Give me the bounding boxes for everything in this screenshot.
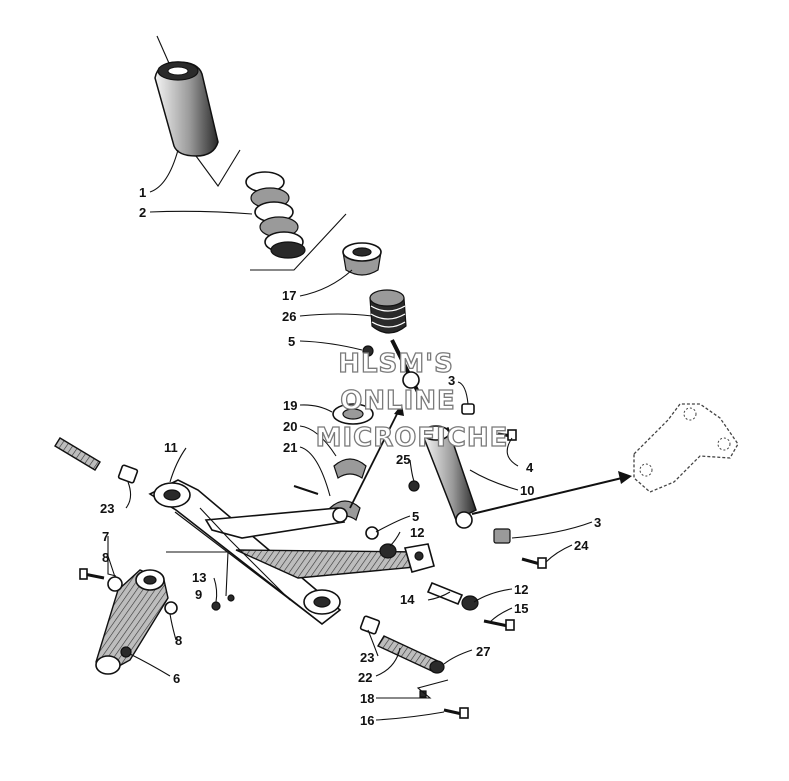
callout-22: 22 (358, 670, 372, 685)
callout-2: 2 (139, 205, 146, 220)
callout-23b: 23 (360, 650, 374, 665)
callout-labels: 1 2 17 26 5 3 4 10 19 20 21 25 11 23 5 1… (100, 185, 601, 728)
callout-11: 11 (164, 440, 178, 455)
coil-spring-part (245, 171, 306, 259)
shock-absorber-part (390, 339, 477, 529)
callout-16: 16 (360, 713, 374, 728)
callout-12b: 12 (514, 582, 528, 597)
shock-boot-part (154, 35, 219, 157)
assembly-arrows (349, 404, 632, 515)
watermark: HLSM'S ONLINE MICROFICHE (315, 348, 509, 453)
steering-arm-part (95, 569, 169, 675)
callout-15: 15 (514, 601, 528, 616)
watermark-line-2: ONLINE (340, 386, 456, 416)
callout-1: 1 (139, 185, 146, 200)
a-arm-frame-part (148, 479, 435, 626)
callout-3a: 3 (448, 373, 455, 388)
axle-pin-parts (54, 437, 445, 674)
callout-27: 27 (476, 644, 490, 659)
callout-20: 20 (283, 419, 297, 434)
callout-10: 10 (520, 483, 534, 498)
callout-8a: 8 (102, 550, 109, 565)
callout-4: 4 (526, 460, 534, 475)
bump-stop-part (369, 289, 407, 334)
callout-14: 14 (400, 592, 415, 607)
watermark-line-1: HLSM'S (338, 349, 454, 379)
callout-23a: 23 (100, 501, 114, 516)
callout-19: 19 (283, 398, 297, 413)
callout-7: 7 (102, 529, 109, 544)
callout-17: 17 (282, 288, 296, 303)
callout-5a: 5 (288, 334, 295, 349)
callout-5b: 5 (412, 509, 419, 524)
watermark-line-3: MICROFICHE (316, 423, 509, 453)
spring-retainer-part (342, 242, 382, 276)
callout-8b: 8 (175, 633, 182, 648)
shock-hardware (362, 345, 547, 569)
callout-26: 26 (282, 309, 296, 324)
callout-13: 13 (192, 570, 206, 585)
callout-3b: 3 (594, 515, 601, 530)
callout-18: 18 (360, 691, 374, 706)
right-bushing-hardware (365, 526, 515, 719)
rear-linkage-dashed (633, 403, 739, 493)
callout-25: 25 (396, 452, 410, 467)
callout-9: 9 (195, 587, 202, 602)
bushing-set-part (293, 403, 374, 521)
callout-6: 6 (173, 671, 180, 686)
steering-hardware (79, 568, 235, 615)
callout-21: 21 (283, 440, 297, 455)
leader-lines (107, 149, 593, 721)
callout-24: 24 (574, 538, 589, 553)
callout-12a: 12 (410, 525, 424, 540)
